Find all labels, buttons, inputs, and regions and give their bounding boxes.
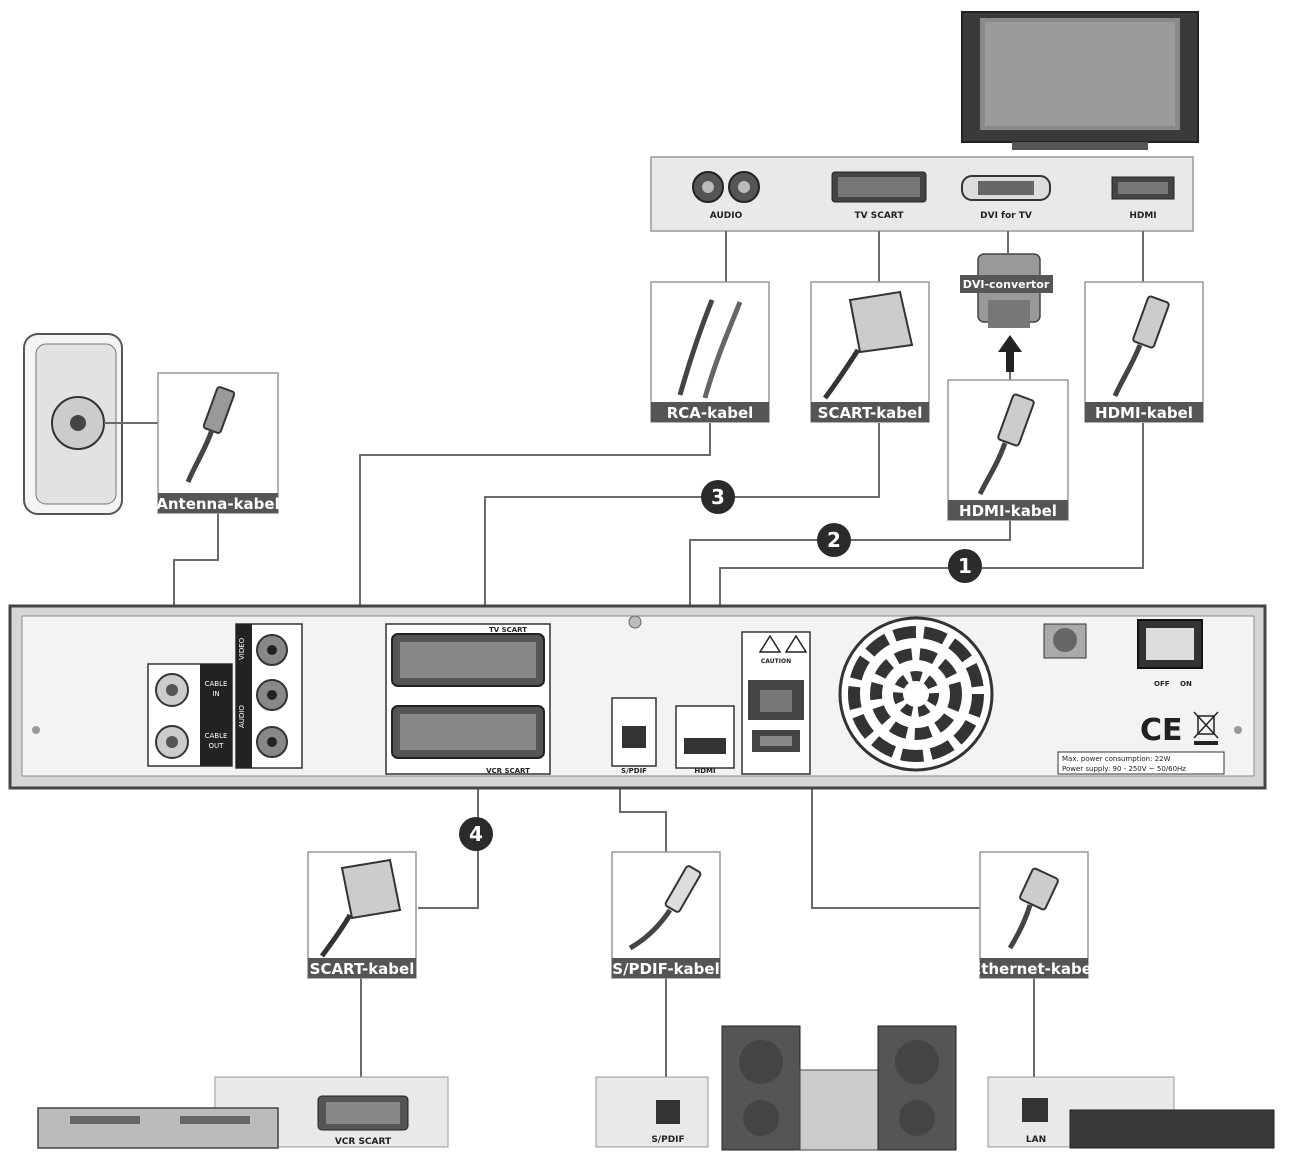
dvi-convertor: DVI-convertor [960, 253, 1053, 372]
arrow-up-icon [998, 335, 1022, 372]
audio-system-device: S/PDIF [595, 1025, 957, 1151]
hdmi-port-label: HDMI [694, 767, 715, 775]
vcr-scart-label: VCR SCART [335, 1137, 392, 1147]
switch-on-label: ON [1180, 680, 1192, 688]
cable-scart-bottom: SCART-kabel [307, 851, 417, 979]
cable-out-label-1: CABLE [205, 732, 228, 740]
dvi-convertor-label: DVI-convertor [963, 278, 1050, 291]
scart-cable-top-label: SCART-kabel [818, 404, 923, 422]
tv-scart-label: TV SCART [855, 211, 905, 221]
cable-in-label-1: CABLE [205, 680, 228, 688]
hdmi-cable-right-label: HDMI-kabel [1095, 404, 1193, 422]
badge-4: 4 [469, 822, 483, 846]
warning-icon [784, 634, 808, 653]
cable-ethernet: Ethernet-kabel [971, 851, 1097, 979]
tv-hdmi-label: HDMI [1129, 211, 1156, 221]
cable-out-label-2: OUT [209, 742, 225, 750]
cable-in-label-2: IN [212, 690, 219, 698]
ce-mark: CE [1140, 713, 1183, 748]
tv-dvi-label: DVI for TV [980, 211, 1032, 221]
antenna-cable-label: Antenna-kabel [156, 495, 280, 513]
scart-cable-bottom-label: SCART-kabel [310, 960, 415, 978]
cable-hdmi-mid: HDMI-kabel [947, 379, 1069, 521]
weee-bin-icon [1193, 711, 1219, 745]
router-device: LAN [987, 1076, 1275, 1149]
spdif-device-label: S/PDIF [651, 1135, 684, 1145]
cable-rca: RCA-kabel [650, 281, 770, 423]
badge-3: 3 [711, 485, 725, 509]
fan-grille [838, 616, 994, 772]
tv-connector-panel: AUDIO TV SCART DVI for TV HDMI [650, 156, 1194, 232]
audio-label: AUDIO [238, 705, 246, 728]
television [961, 11, 1199, 150]
badge-2: 2 [827, 528, 841, 552]
cable-spdif: S/PDIF-kabel [611, 851, 721, 979]
lan-label: LAN [1026, 1135, 1046, 1145]
ethernet-cable-label: Ethernet-kabel [971, 960, 1097, 978]
hdmi-cable-mid-label: HDMI-kabel [959, 502, 1057, 520]
power-info-line2: Power supply: 90 - 250V ~ 50/60Hz [1062, 765, 1186, 773]
receiver-back-panel: CABLE IN CABLE OUT VIDEO AUDIO TV SCART … [8, 604, 1267, 790]
vcr-scart-port-label: VCR SCART [486, 767, 530, 775]
vcr-device: VCR SCART [37, 1076, 449, 1149]
cable-hdmi-right: HDMI-kabel [1084, 281, 1204, 423]
cable-antenna: Antenna-kabel [156, 372, 280, 514]
spdif-cable-label: S/PDIF-kabel [612, 960, 719, 978]
tv-audio-label: AUDIO [710, 211, 743, 221]
power-info-line1: Max. power consumption: 22W [1062, 755, 1171, 763]
switch-off-label: OFF [1154, 680, 1170, 688]
connection-number-badges: 1 2 3 4 [459, 480, 982, 851]
caution-label: CAUTION [761, 658, 791, 665]
badge-1: 1 [958, 554, 972, 578]
spdif-port-label: S/PDIF [621, 767, 647, 775]
tv-scart-port-label: TV SCART [489, 626, 527, 634]
cable-scart-top: SCART-kabel [810, 281, 930, 423]
rca-cable-label: RCA-kabel [667, 404, 754, 422]
antenna-wall-socket [23, 333, 123, 515]
warning-icon [758, 634, 782, 653]
video-label: VIDEO [238, 637, 246, 660]
